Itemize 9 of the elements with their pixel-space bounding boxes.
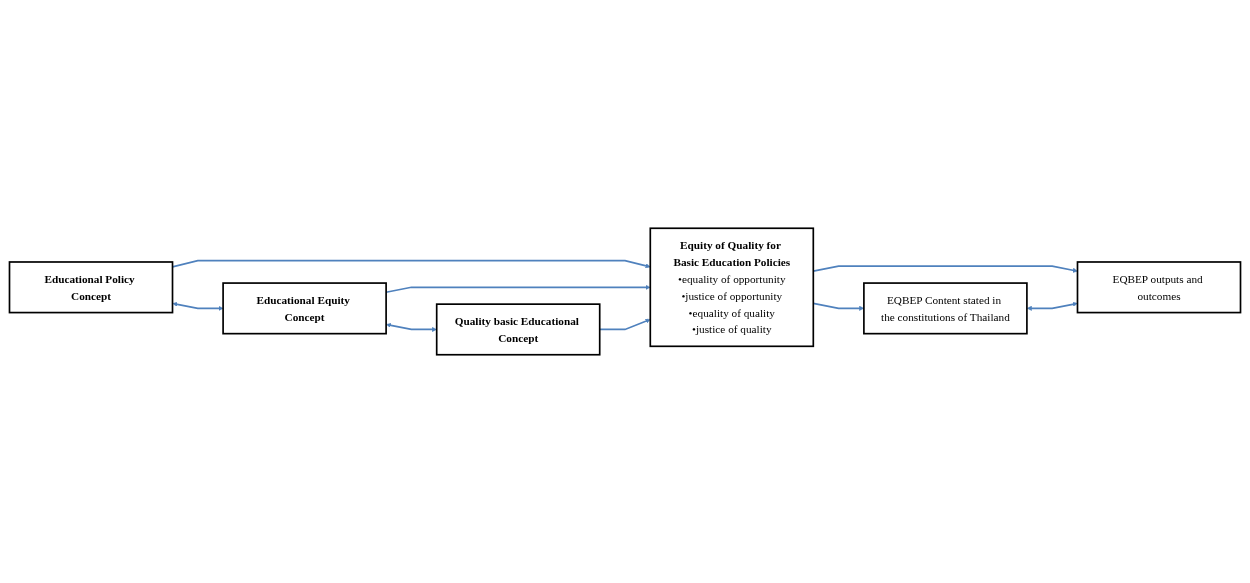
node-box: Educational Policy Concept (8, 261, 174, 314)
node-box: Educational Equity Concept (222, 282, 387, 335)
node-box: EQBEP Content stated in the constitutions of Thailand (863, 282, 1028, 335)
node-box: Quality basic Educational Concept (435, 303, 601, 356)
arrow (386, 322, 437, 332)
arrow (1026, 301, 1078, 311)
arrow (172, 301, 224, 311)
node-box: EQBEP outputs and outcomes (1076, 261, 1242, 314)
node-box: Equity of Quality for Basic Education Policies •equality of opportunity •justice of opportunity •equality of quality •justice of quality (649, 227, 815, 348)
